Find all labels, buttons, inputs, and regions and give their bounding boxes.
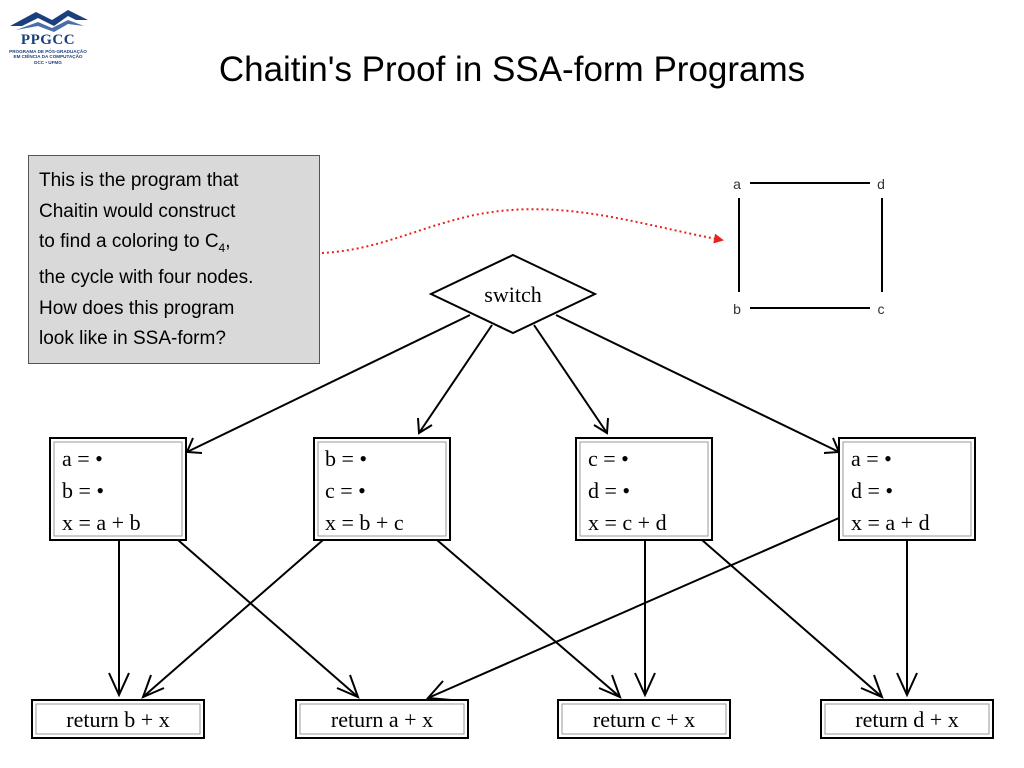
note-line-4: the cycle with four nodes. xyxy=(39,267,254,289)
slide-title: Chaitin's Proof in SSA-form Programs xyxy=(218,50,806,89)
note-line-5: How does this program xyxy=(39,297,235,319)
return-box-4: return d + x xyxy=(820,699,994,739)
svg-text:x = a + d: x = a + d xyxy=(851,510,930,535)
note-box: This is the program that Chaitin would c… xyxy=(28,155,320,364)
return-box-1: return b + x xyxy=(31,699,205,739)
svg-text:return c + x: return c + x xyxy=(593,707,695,732)
note-line-6: look like in SSA-form? xyxy=(39,328,226,350)
switch-node: switch xyxy=(428,253,598,335)
svg-text:return d + x: return d + x xyxy=(855,707,958,732)
return-box-2: return a + x xyxy=(295,699,469,739)
switch-edges xyxy=(185,314,841,454)
block-3: c = • d = • x = c + d xyxy=(575,437,713,541)
svg-text:return b + x: return b + x xyxy=(66,707,169,732)
return-box-3: return c + x xyxy=(557,699,731,739)
svg-text:x = b + c: x = b + c xyxy=(325,510,404,535)
node-b: b xyxy=(733,301,741,317)
svg-text:x = c + d: x = c + d xyxy=(588,510,667,535)
return-edges xyxy=(108,517,918,701)
node-a: a xyxy=(733,176,741,192)
svg-text:d = •: d = • xyxy=(851,478,893,503)
svg-text:c = •: c = • xyxy=(588,446,629,471)
switch-label: switch xyxy=(484,282,541,307)
node-d: d xyxy=(877,176,885,192)
bird-logo-icon xyxy=(10,10,88,32)
ppgcc-logo: PPGCC PROGRAMA DE PÓS-GRADUAÇÃO EM CIÊNC… xyxy=(6,6,92,66)
block-4: a = • d = • x = a + d xyxy=(838,437,976,541)
svg-text:return a + x: return a + x xyxy=(331,707,433,732)
block-2: b = • c = • x = b + c xyxy=(313,437,451,541)
logo-brand: PPGCC xyxy=(20,32,76,48)
svg-text:c = •: c = • xyxy=(325,478,366,503)
note-line-2: Chaitin would construct xyxy=(39,200,236,222)
svg-text:d = •: d = • xyxy=(588,478,630,503)
svg-text:a = •: a = • xyxy=(851,446,892,471)
cycle-graph: a d b c xyxy=(733,176,885,317)
svg-text:b = •: b = • xyxy=(62,478,104,503)
svg-text:a = •: a = • xyxy=(62,446,103,471)
note-line-3: to find a coloring to C4, xyxy=(39,231,231,255)
logo-subtitle: PROGRAMA DE PÓS-GRADUAÇÃO EM CIÊNCIA DA … xyxy=(9,49,87,65)
note-line-1: This is the program that xyxy=(39,170,239,191)
red-dotted-arrow xyxy=(271,208,724,255)
svg-text:x = a + b: x = a + b xyxy=(62,510,141,535)
block-1: a = • b = • x = a + b xyxy=(49,437,187,541)
svg-text:b = •: b = • xyxy=(325,446,367,471)
node-c: c xyxy=(878,301,885,317)
